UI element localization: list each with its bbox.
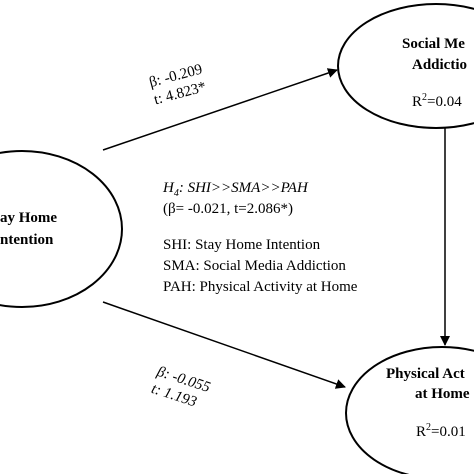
shi-label-line2: ntention (0, 232, 54, 248)
pah-label-line2: at Home (415, 386, 470, 402)
arrow-shi-to-sma (102, 68, 338, 151)
sma-label-line1: Social Me (402, 36, 465, 52)
legend-sma: SMA: Social Media Addiction (163, 258, 346, 274)
arrow-shi-to-pah (102, 301, 346, 389)
pah-label-line1: Physical Act (386, 366, 465, 382)
mediation-stats: (β= -0.021, t=2.086*) (163, 201, 293, 217)
sma-r-squared: R2=0.04 (412, 92, 462, 110)
pah-r-squared: R2=0.01 (416, 422, 466, 440)
legend-shi: SHI: Stay Home Intention (163, 237, 321, 253)
sma-label-line2: Addictio (412, 57, 467, 73)
legend-pah: PAH: Physical Activity at Home (163, 279, 358, 295)
node-social-media-addiction (337, 3, 474, 129)
node-stay-home-intention (0, 150, 123, 308)
shi-label-line1: ay Home (0, 210, 57, 226)
node-physical-activity-at-home (345, 346, 474, 474)
mediation-hypothesis: H4: SHI>>SMA>>PAH (162, 180, 309, 199)
